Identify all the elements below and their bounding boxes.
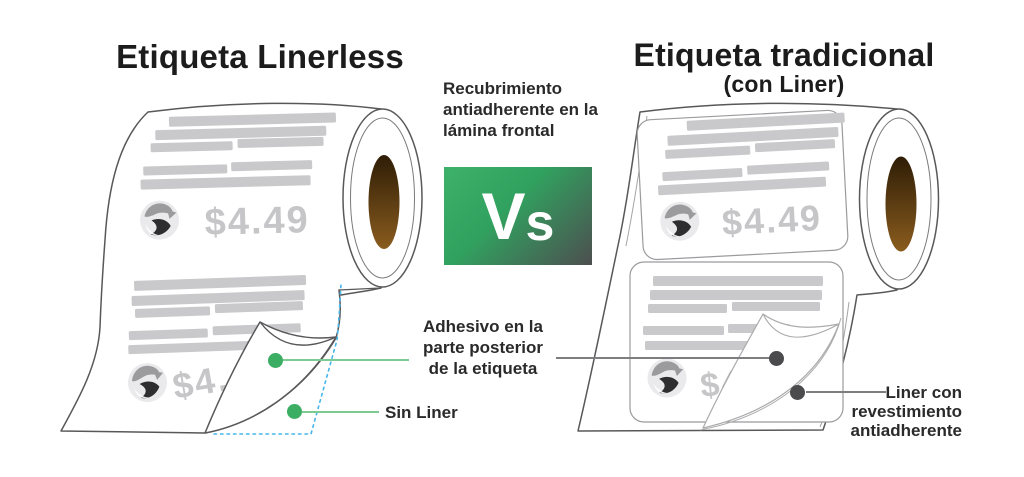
- price-text: $4.49: [204, 199, 310, 244]
- text-line-bars: [657, 112, 845, 196]
- traditional-roll-illustration: $4.49 $4.: [577, 102, 940, 432]
- vs-letter-v: V: [481, 179, 526, 253]
- no-liner-point: [287, 404, 302, 419]
- price-text: $4.49: [721, 197, 823, 243]
- liner-point: [790, 385, 805, 400]
- adhesive-point-left: [268, 353, 283, 368]
- front-coating-callout: Recubrimiento antiadherente en la lámina…: [443, 79, 598, 140]
- liner-connector-line: [806, 391, 886, 393]
- adhesive-point-right: [769, 351, 784, 366]
- left-title: Etiqueta Linerless: [116, 38, 404, 75]
- right-title: Etiqueta tradicional: [633, 37, 935, 73]
- no-liner-connector-line: [302, 411, 379, 413]
- linerless-roll-illustration: $4.49 $4.: [60, 102, 423, 435]
- die-cut-label-top: $4.49: [636, 109, 849, 261]
- dashed-label-outline: [213, 283, 342, 435]
- peeled-corner: [204, 321, 337, 434]
- no-liner-callout: Sin Liner: [385, 403, 458, 422]
- adhesive-callout: Adhesivo en la parte posterior de la eti…: [423, 317, 543, 378]
- right-title-subtitle: (con Liner): [723, 71, 845, 97]
- peeled-label-on-liner: [702, 313, 840, 429]
- roll-core: [368, 155, 400, 249]
- adhesive-connector-line-right: [556, 357, 777, 359]
- liner-callout: Liner con revestimiento antiadherente: [850, 383, 962, 440]
- adhesive-connector-line-left: [283, 359, 409, 361]
- text-line-bars: [643, 276, 823, 350]
- roll-core: [885, 156, 917, 252]
- text-line-bars: [140, 112, 337, 190]
- printed-label-top: $4.49: [139, 112, 337, 244]
- vs-letter-s: s: [525, 194, 555, 252]
